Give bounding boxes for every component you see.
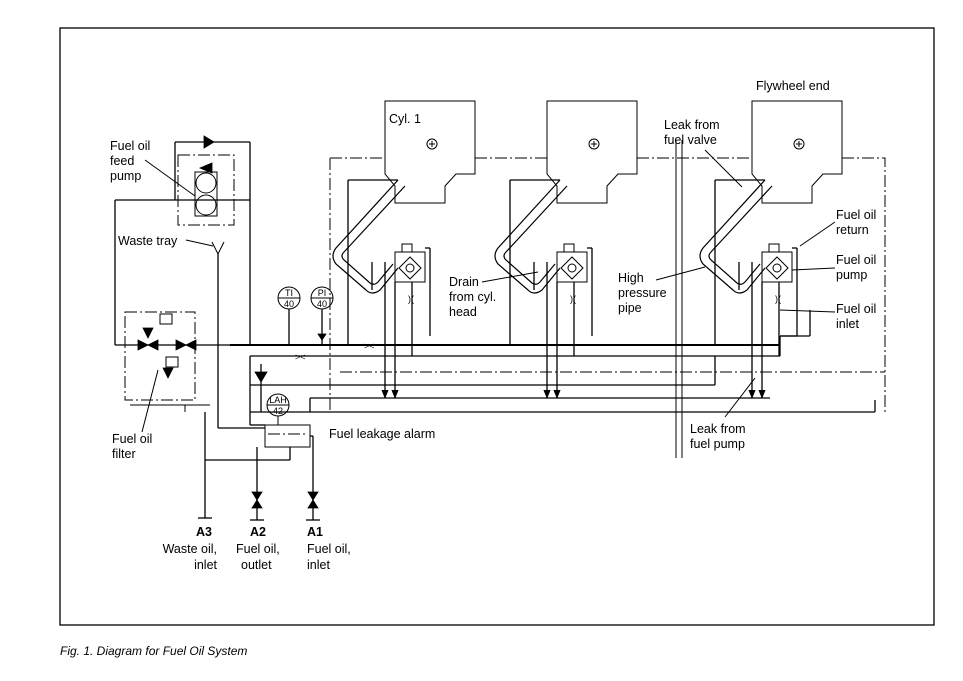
svg-text:)(: )( [408,294,414,304]
svg-text:)(: )( [775,294,781,304]
waste-tray [211,241,265,429]
svg-text:Fuel oil: Fuel oil [110,139,150,153]
diagram-frame [59,27,935,626]
svg-text:Drain: Drain [449,275,479,289]
svg-text:LAH: LAH [269,395,287,405]
label-fuel-leakage-alarm: Fuel leakage alarm [329,427,435,441]
svg-text:PI: PI [318,288,327,298]
svg-text:from cyl.: from cyl. [449,290,496,304]
label-high-pressure-pipe: High pressure pipe [618,271,667,315]
svg-text:High: High [618,271,644,285]
high-pressure-pipe-3 [699,179,773,294]
high-pressure-pipe-1 [332,179,406,294]
svg-text:Fuel oil: Fuel oil [836,302,876,316]
svg-text:Fuel oil: Fuel oil [112,432,152,446]
svg-text:Waste oil,: Waste oil, [163,542,217,556]
svg-text:pump: pump [110,169,141,183]
cylinder-head-2 [546,100,638,204]
fuel-leakage-alarm-tank [205,356,314,520]
temperature-indicator: TI 40 [277,286,301,345]
fuel-pump-1 [394,243,426,283]
svg-text:inlet: inlet [307,558,330,572]
label-fuel-oil-pump: Fuel oil pump [836,253,876,282]
engine-outline [329,157,886,412]
svg-text:A1: A1 [307,525,323,539]
svg-text:A3: A3 [196,525,212,539]
svg-text:outlet: outlet [241,558,272,572]
connection-a3: A3 Waste oil, inlet [163,525,218,572]
pressure-indicator: PI 40 [310,286,334,345]
label-leak-from-fuel-valve: Leak from fuel valve [664,118,720,147]
svg-text:Leak from: Leak from [690,422,746,436]
main-fuel-headers: >< >< [230,310,876,413]
svg-text:inlet: inlet [194,558,217,572]
svg-text:Leak from: Leak from [664,118,720,132]
svg-text:)(: )( [570,294,576,304]
label-waste-tray: Waste tray [118,234,178,248]
svg-text:feed: feed [110,154,134,168]
label-fuel-oil-inlet: Fuel oil inlet [836,302,876,331]
svg-text:Fuel oil,: Fuel oil, [307,542,351,556]
label-drain-from-cyl-head: Drain from cyl. head [449,275,496,319]
svg-text:40: 40 [284,299,294,309]
svg-text:pressure: pressure [618,286,667,300]
svg-text:head: head [449,305,477,319]
label-fuel-oil-filter: Fuel oil filter [112,432,152,461]
label-leak-from-fuel-pump: Leak from fuel pump [690,422,746,451]
svg-text:><: >< [295,352,306,362]
fuel-oil-filter [115,311,230,412]
svg-text:return: return [836,223,869,237]
svg-text:Fuel oil: Fuel oil [836,253,876,267]
fuel-pump-3 [761,243,793,283]
svg-text:pipe: pipe [618,301,642,315]
cylinder-1-branch-lines: )( [347,179,431,399]
svg-text:A2: A2 [250,525,266,539]
label-cyl-1: Cyl. 1 [389,112,421,126]
label-fuel-oil-return: Fuel oil return [836,208,876,237]
high-pressure-pipe-2 [494,179,568,294]
svg-text:TI: TI [285,288,293,298]
svg-text:42: 42 [273,406,283,416]
svg-text:fuel pump: fuel pump [690,437,745,451]
connection-a2: A2 Fuel oil, outlet [236,525,280,572]
svg-text:inlet: inlet [836,317,859,331]
cylinder-2-branch-lines: )( [509,179,593,399]
svg-text:><: >< [364,341,375,351]
svg-text:filter: filter [112,447,136,461]
figure-caption: Fig. 1. Diagram for Fuel Oil System [60,644,248,658]
svg-text:40: 40 [317,299,327,309]
svg-text:pump: pump [836,268,867,282]
svg-text:Fuel oil: Fuel oil [836,208,876,222]
label-fuel-oil-feed-pump: Fuel oil feed pump [110,139,150,183]
cylinder-head-3 [751,100,843,204]
svg-text:fuel valve: fuel valve [664,133,717,147]
label-flywheel-end: Flywheel end [756,79,830,93]
cylinder-3-branch-lines: )( [714,179,798,399]
connection-a1: A1 Fuel oil, inlet [307,525,351,572]
fuel-oil-feed-pump [114,135,251,345]
svg-text:Fuel oil,: Fuel oil, [236,542,280,556]
level-alarm-high: LAH 42 [266,393,290,425]
fuel-pump-2 [556,243,588,283]
